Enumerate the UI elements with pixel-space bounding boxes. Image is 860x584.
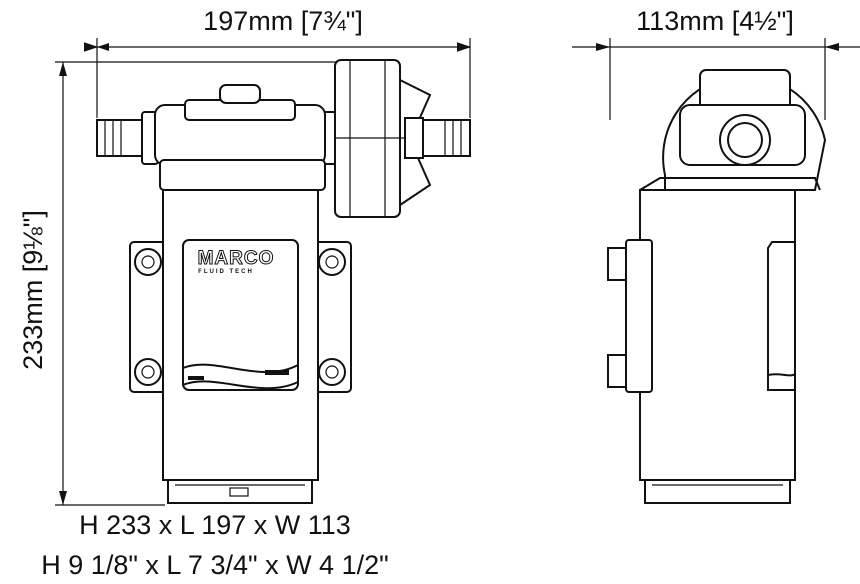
- logo-brand: MARCO: [198, 248, 275, 269]
- logo-sub: FLUID TECH: [198, 269, 254, 275]
- pump-front-view: MARCO FLUID TECH: [96, 59, 471, 504]
- height-label: 233mm [9⅛"]: [18, 210, 48, 370]
- length-label: 197mm [7¾"]: [203, 6, 363, 36]
- width-label: 113mm [4½"]: [636, 6, 794, 36]
- width-dimension: 113mm [4½"]: [572, 6, 860, 120]
- metric-dimensions: H 233 x L 197 x W 113: [79, 510, 351, 540]
- height-dimension: 233mm [9⅛"]: [18, 61, 340, 506]
- length-dimension: 197mm [7¾"]: [83, 6, 472, 118]
- pump-side-view: [607, 69, 827, 504]
- imperial-dimensions: H 9 1/8" x L 7 3/4" x W 4 1/2": [41, 550, 389, 580]
